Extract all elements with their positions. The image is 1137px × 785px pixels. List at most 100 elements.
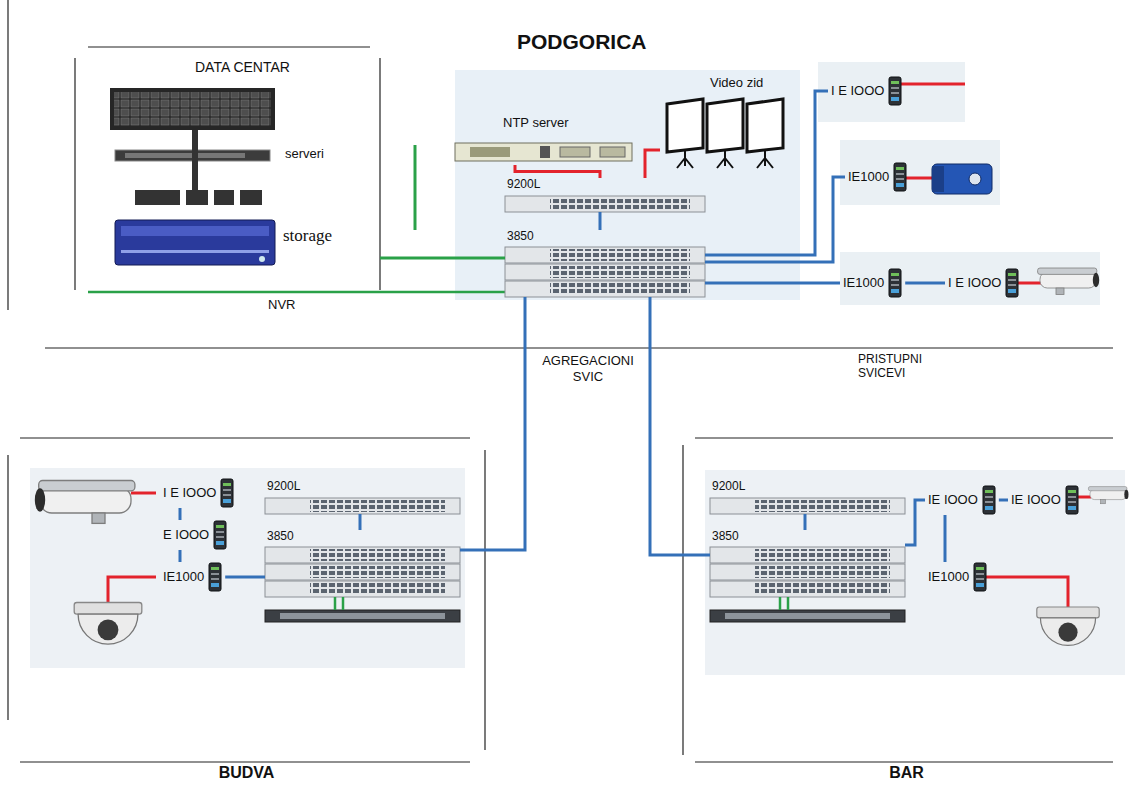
network-link	[705, 282, 840, 285]
switch-unit	[265, 581, 460, 597]
switch-3850: 3850	[710, 530, 905, 597]
storage-led	[259, 256, 265, 262]
dome-camera	[1037, 607, 1099, 645]
frame-line	[695, 761, 1113, 762]
ntp-server: NTP server	[455, 115, 635, 165]
switch-port	[891, 279, 899, 281]
patch-cable	[779, 597, 782, 610]
ie1000-switch: I E IOOO	[945, 268, 1022, 298]
city-panel: BAR9200L3850IE IOOOIE IOOOIE1000	[683, 438, 1130, 785]
ntp-detail	[540, 146, 550, 158]
patch-cable	[342, 597, 345, 610]
camera-wire	[980, 577, 1068, 607]
switch-ports	[310, 583, 445, 595]
switch-port	[211, 578, 219, 580]
frame-line	[45, 347, 1113, 348]
switch-ports	[550, 266, 690, 278]
switch-case	[889, 77, 901, 105]
switch-port	[1008, 289, 1016, 293]
ie1000-switch-icon	[982, 485, 996, 515]
ie1000-switch: I E IOOO	[828, 76, 905, 106]
switch-ports	[550, 198, 690, 210]
network-link	[905, 282, 945, 285]
switch-9200l: 9200L	[505, 178, 705, 212]
section-label: PRISTUPNI SVICEVI	[858, 352, 938, 381]
switch-port	[1068, 506, 1076, 510]
data-center-box: DATA CENTARserveristorage	[75, 45, 380, 285]
camera-mount	[92, 513, 105, 523]
ie1000-switch: IE IOOO	[1008, 485, 1082, 515]
switch-unit	[265, 498, 460, 514]
bullet-camera	[1038, 268, 1100, 294]
dome-body	[1040, 618, 1095, 646]
switch-port	[985, 501, 993, 503]
switch-port	[223, 494, 231, 496]
ie1000-switch: I E IOOO	[160, 478, 237, 508]
ie1000-switch: IE1000	[160, 562, 225, 592]
network-link	[380, 257, 505, 260]
switch-port	[211, 583, 219, 587]
video-wall: Video zid	[660, 75, 790, 170]
patch-ports	[280, 613, 445, 619]
green-link	[414, 145, 417, 230]
switch-port	[891, 97, 899, 101]
frame-line	[20, 437, 470, 438]
video-screen	[707, 99, 743, 152]
server-1u-detail	[125, 153, 245, 158]
city-ground	[705, 470, 1125, 675]
camera-lens	[1124, 490, 1128, 499]
switch-led	[976, 567, 984, 570]
switch-label: IE1000	[163, 570, 204, 585]
storage-unit: storage	[110, 215, 345, 270]
switch-ports	[755, 500, 890, 512]
switch-9200l: 9200L	[710, 480, 905, 514]
network-link	[645, 150, 660, 178]
switch-label: IE IOOO	[1011, 493, 1061, 508]
section-label: DATA CENTAR	[195, 59, 290, 75]
rack-stem	[192, 130, 198, 190]
access-ground	[840, 252, 1100, 305]
city-panel: PODGORICANTP serverVideo zid9200L3850	[455, 30, 800, 300]
switch-3850: 3850	[505, 230, 705, 297]
switch-ports	[310, 500, 445, 512]
switch-led	[1068, 490, 1076, 493]
switch-port	[976, 573, 984, 575]
video-screen	[667, 99, 703, 152]
label-anchor: AGREGACIONI SVIC	[536, 353, 640, 384]
patch-ports	[725, 613, 890, 619]
switch-unit	[265, 564, 460, 580]
switch-unit	[505, 196, 705, 212]
switch-led	[896, 167, 904, 170]
camera-wire	[108, 577, 156, 604]
network-link	[650, 297, 710, 555]
city-heading: BAR	[683, 764, 1130, 782]
switch-ports	[310, 566, 445, 578]
patch-panel	[710, 610, 905, 622]
patch-cable	[787, 597, 790, 610]
switch-port	[891, 284, 899, 286]
camera-hood	[1038, 268, 1097, 274]
switch-port	[896, 178, 904, 180]
ie1000-switch: IE1000	[845, 162, 910, 192]
switch-unit	[710, 581, 905, 597]
ie1000-switch-icon	[208, 562, 222, 592]
switch-port	[896, 173, 904, 175]
frame-line	[695, 437, 1113, 438]
network-link	[705, 177, 845, 262]
switch-ports	[755, 566, 890, 578]
switch-unit	[505, 264, 705, 280]
dome-lens	[1058, 623, 1077, 642]
switch-case	[1006, 269, 1018, 297]
dome-camera	[74, 603, 142, 645]
switch-led	[211, 567, 219, 570]
switch-unit	[710, 564, 905, 580]
camera-hood	[1088, 487, 1126, 491]
bullet-camera	[35, 481, 135, 524]
switch-9200l: 9200L	[265, 480, 460, 514]
switch-port	[1008, 284, 1016, 286]
switch-unit	[710, 498, 905, 514]
city-heading: BUDVA	[8, 764, 485, 782]
camera-lens	[35, 488, 45, 511]
dome-lens	[98, 619, 119, 640]
switch-port	[985, 496, 993, 498]
